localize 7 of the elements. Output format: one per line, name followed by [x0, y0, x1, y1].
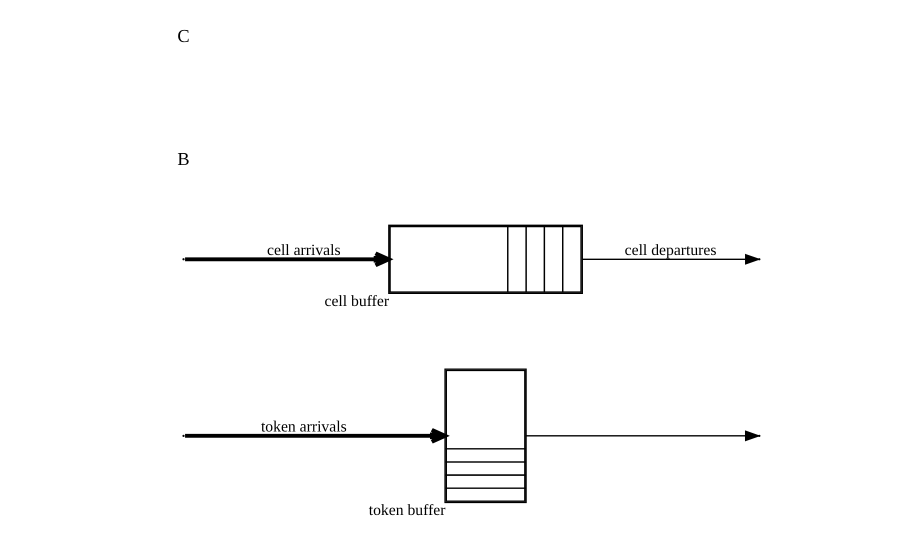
label: B: [177, 148, 190, 169]
edge-label: token arrivals: [260, 418, 347, 436]
node-label: token buffer: [368, 502, 446, 520]
node-label: cell buffer: [324, 292, 390, 310]
edge-label: cell departures: [624, 242, 716, 259]
label: C: [177, 26, 190, 46]
edge-label: cell arrivals: [267, 242, 341, 259]
